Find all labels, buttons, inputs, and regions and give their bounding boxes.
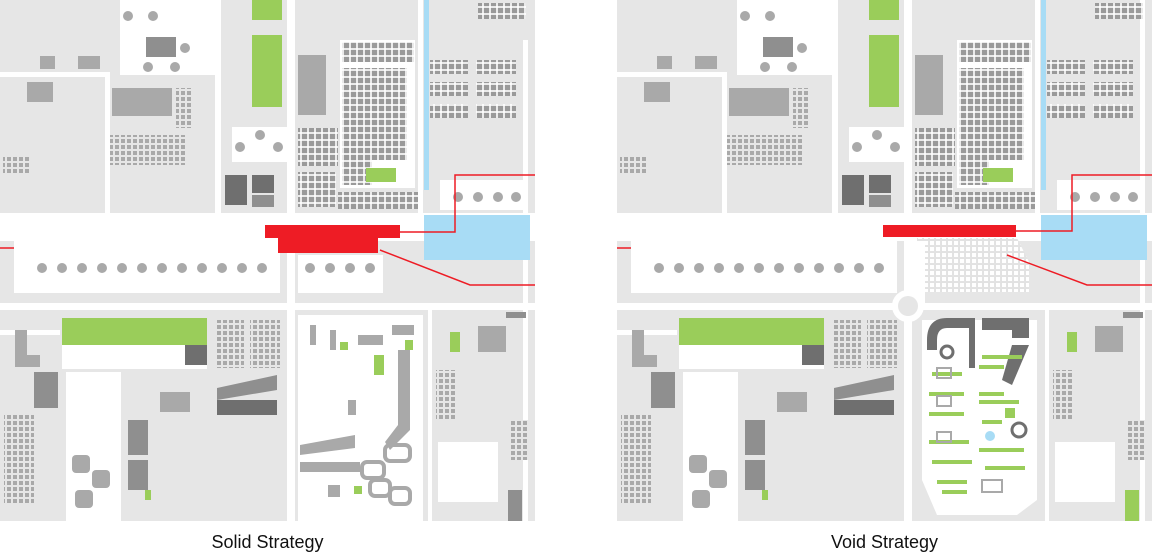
- south-east-blocks: [1053, 312, 1145, 525]
- park: [252, 0, 282, 20]
- bottom-street: [617, 521, 1152, 528]
- north-east-blocks: [1047, 3, 1143, 210]
- south-centre-blocks: [298, 315, 423, 525]
- north-east-blocks: [430, 0, 528, 210]
- void-park: [922, 318, 1037, 515]
- park: [869, 0, 899, 20]
- water-basin: [424, 215, 530, 260]
- plaza-block: [225, 127, 287, 207]
- park: [252, 35, 282, 107]
- void-intervention: [883, 225, 1016, 237]
- linear-park-strip: [14, 241, 383, 293]
- south-west-blocks: [4, 318, 280, 522]
- plaza-block: [842, 127, 904, 207]
- bottom-street: [0, 521, 535, 528]
- top-left-block: [3, 0, 215, 175]
- tree-row: [654, 263, 884, 273]
- void-plaza: [905, 238, 1029, 303]
- park: [869, 35, 899, 107]
- diagram-caption-solid: Solid Strategy: [211, 532, 324, 552]
- central-grid-building: [915, 40, 1035, 209]
- canal: [1041, 0, 1046, 190]
- diagram-caption-void: Void Strategy: [830, 532, 939, 552]
- water-basin: [1041, 215, 1147, 260]
- central-grid-building: [298, 40, 418, 209]
- south-east-blocks: [436, 312, 528, 525]
- canal: [424, 0, 429, 190]
- red-leader-lines: [0, 174, 535, 286]
- solid-strategy-plan: [0, 0, 535, 528]
- tree-row: [37, 263, 375, 273]
- south-west-blocks: [621, 318, 897, 522]
- top-left-block: [620, 0, 832, 175]
- red-leader-lines: [617, 174, 1152, 286]
- void-strategy-plan: [617, 0, 1152, 528]
- solid-intervention: [265, 225, 400, 253]
